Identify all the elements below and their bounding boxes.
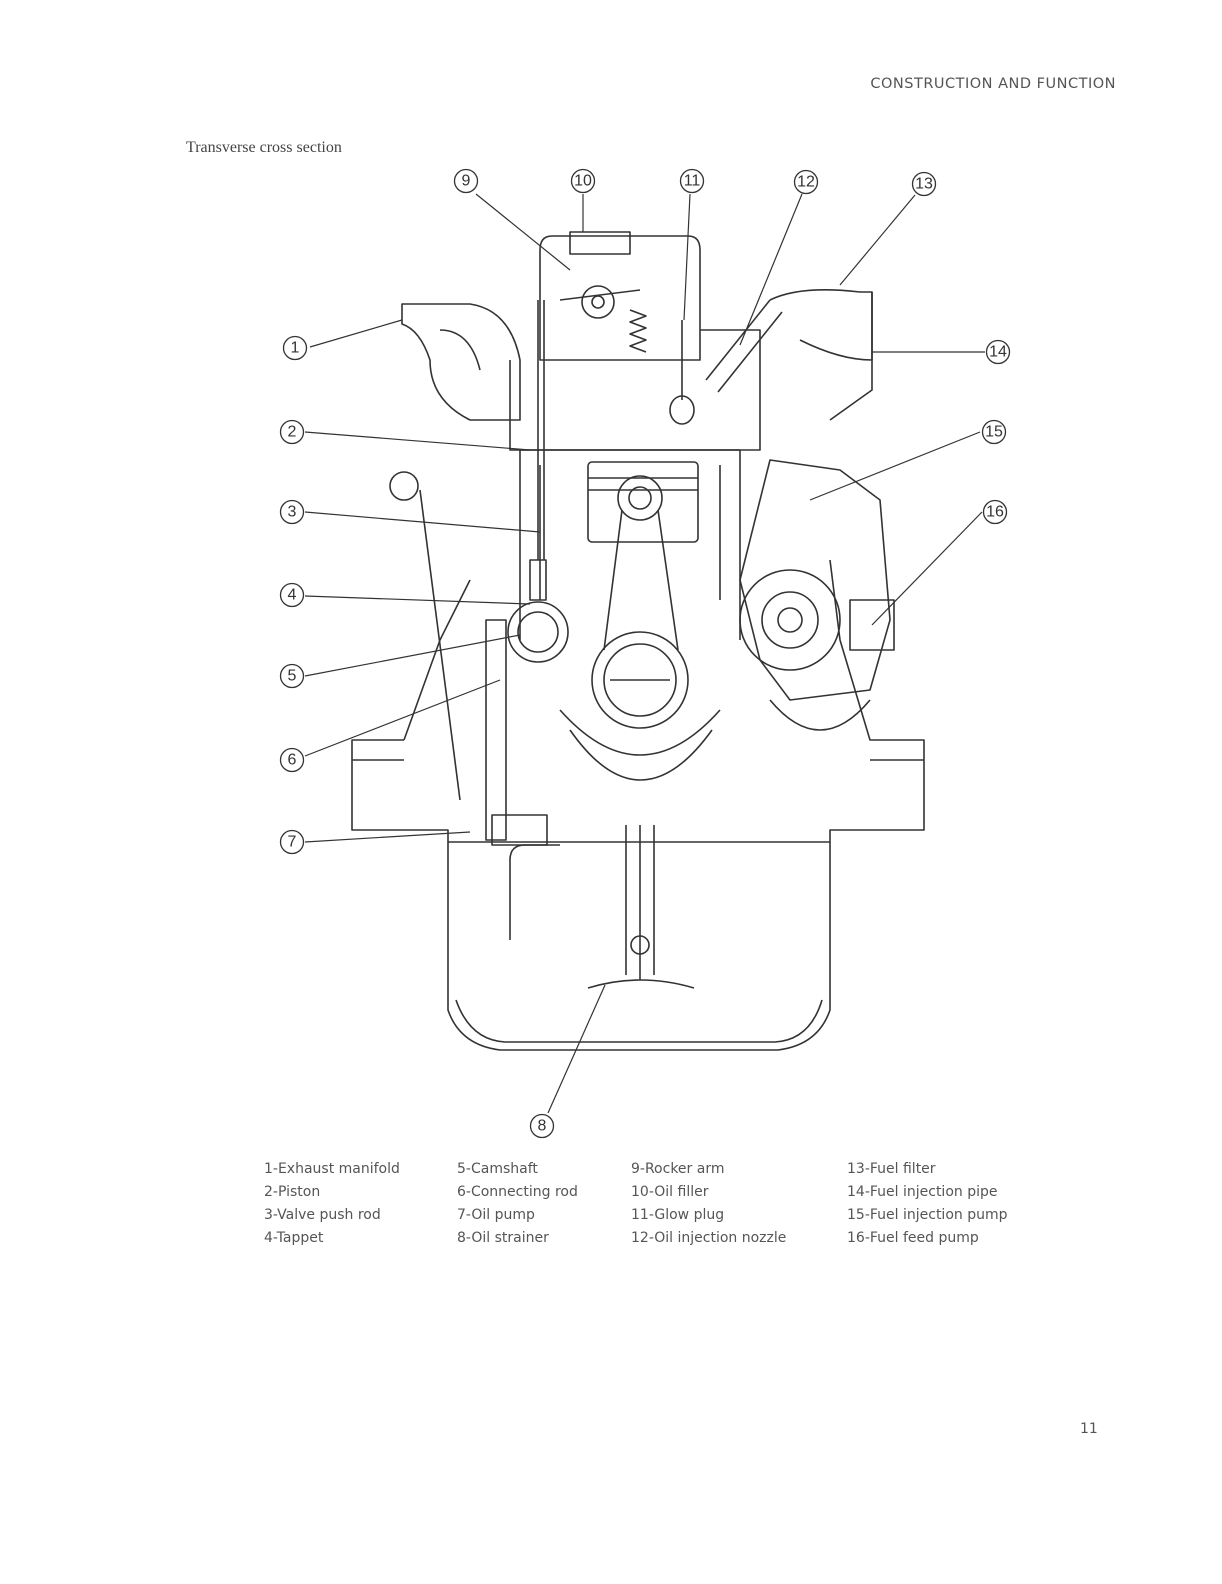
legend-item: 3-Valve push rod: [264, 1207, 381, 1223]
leader-lines: [304, 193, 985, 1114]
legend-item: 7-Oil pump: [457, 1207, 535, 1223]
callout-circle: [282, 335, 308, 361]
feed-pump-shape: [849, 599, 895, 651]
callout-14: 14: [985, 339, 1011, 365]
oil-filler-shape: [569, 231, 631, 255]
legend-item: 9-Rocker arm: [631, 1161, 725, 1177]
callout-7: 7: [279, 829, 305, 855]
piston-shape: [587, 461, 699, 543]
callout-circle: [279, 419, 305, 445]
camshaft-shape: [507, 601, 569, 663]
legend-item: 11-Glow plug: [631, 1207, 725, 1223]
callout-9: 9: [453, 168, 479, 194]
callout-circle: [279, 829, 305, 855]
callout-circle: [453, 168, 479, 194]
callout-label: 6: [288, 752, 297, 769]
callout-2: 2: [279, 419, 305, 445]
parts-legend: 1-Exhaust manifold 5-Camshaft 9-Rocker a…: [264, 1160, 1047, 1248]
crankcase: [351, 559, 925, 843]
fuel-injection-pipe-shape: [769, 288, 873, 361]
legend-item: 8-Oil strainer: [457, 1230, 549, 1246]
callout-circle: [279, 747, 305, 773]
callout-circle: [793, 169, 819, 195]
callout-13: 13: [911, 171, 937, 197]
legend-item: 14-Fuel injection pipe: [847, 1184, 998, 1200]
legend-item: 5-Camshaft: [457, 1161, 538, 1177]
callout-1: 1: [282, 335, 308, 361]
engine-drawing: [351, 231, 925, 1051]
callout-circle: [529, 1113, 555, 1139]
callout-label: 14: [989, 344, 1007, 361]
callout-circle: [279, 499, 305, 525]
page-header: CONSTRUCTION AND FUNCTION: [870, 76, 1116, 92]
callout-15: 15: [981, 419, 1007, 445]
legend-item: 13-Fuel filter: [847, 1161, 936, 1177]
callout-circle: [679, 168, 705, 194]
callout-11: 11: [679, 168, 705, 194]
callout-label: 1: [291, 340, 300, 357]
figure-subtitle: Transverse cross section: [186, 139, 342, 156]
callout-label: 15: [985, 424, 1003, 441]
connecting-rod-shape: [603, 509, 679, 651]
injection-pump-shape: [739, 459, 891, 701]
oil-strainer-shape: [587, 979, 695, 989]
callout-circle: [981, 419, 1007, 445]
callout-circle: [570, 168, 596, 194]
callout-label: 5: [288, 668, 297, 685]
callout-circle: [985, 339, 1011, 365]
callout-label: 13: [915, 176, 933, 193]
callout-4: 4: [279, 582, 305, 608]
legend-item: 16-Fuel feed pump: [847, 1230, 979, 1246]
callout-label: 2: [288, 424, 297, 441]
page-number: 11: [1080, 1421, 1098, 1437]
callout-label: 9: [462, 173, 471, 190]
callout-label: 3: [288, 504, 297, 521]
callout-circle: [911, 171, 937, 197]
callout-16: 16: [982, 499, 1008, 525]
callout-circle: [279, 663, 305, 689]
callout-6: 6: [279, 747, 305, 773]
callout-label: 4: [288, 587, 297, 604]
callout-12: 12: [793, 169, 819, 195]
callout-label: 8: [538, 1118, 547, 1135]
exhaust-manifold-shape: [401, 303, 521, 421]
callout-circle: [279, 582, 305, 608]
callout-label: 16: [986, 504, 1004, 521]
callout-8: 8: [529, 1113, 555, 1139]
oil-pump-shape: [485, 619, 507, 841]
legend-item: 15-Fuel injection pump: [847, 1207, 1008, 1223]
callout-label: 11: [684, 173, 701, 190]
legend-item: 4-Tappet: [264, 1230, 324, 1246]
legend-item: 2-Piston: [264, 1184, 321, 1200]
callout-label: 10: [574, 173, 592, 190]
callout-3: 3: [279, 499, 305, 525]
callout-circle: [982, 499, 1008, 525]
callout-5: 5: [279, 663, 305, 689]
oil-pan: [447, 842, 831, 1051]
dipstick: [419, 489, 461, 801]
legend-item: 1-Exhaust manifold: [264, 1161, 400, 1177]
legend-item: 10-Oil filler: [631, 1184, 709, 1200]
legend-item: 6-Connecting rod: [457, 1184, 578, 1200]
callout-label: 12: [797, 174, 815, 191]
callout-10: 10: [570, 168, 596, 194]
legend-item: 12-Oil injection nozzle: [631, 1230, 787, 1246]
callouts: 1 2 3 4 5 6 7 8: [279, 168, 1011, 1139]
callout-label: 7: [288, 834, 297, 851]
